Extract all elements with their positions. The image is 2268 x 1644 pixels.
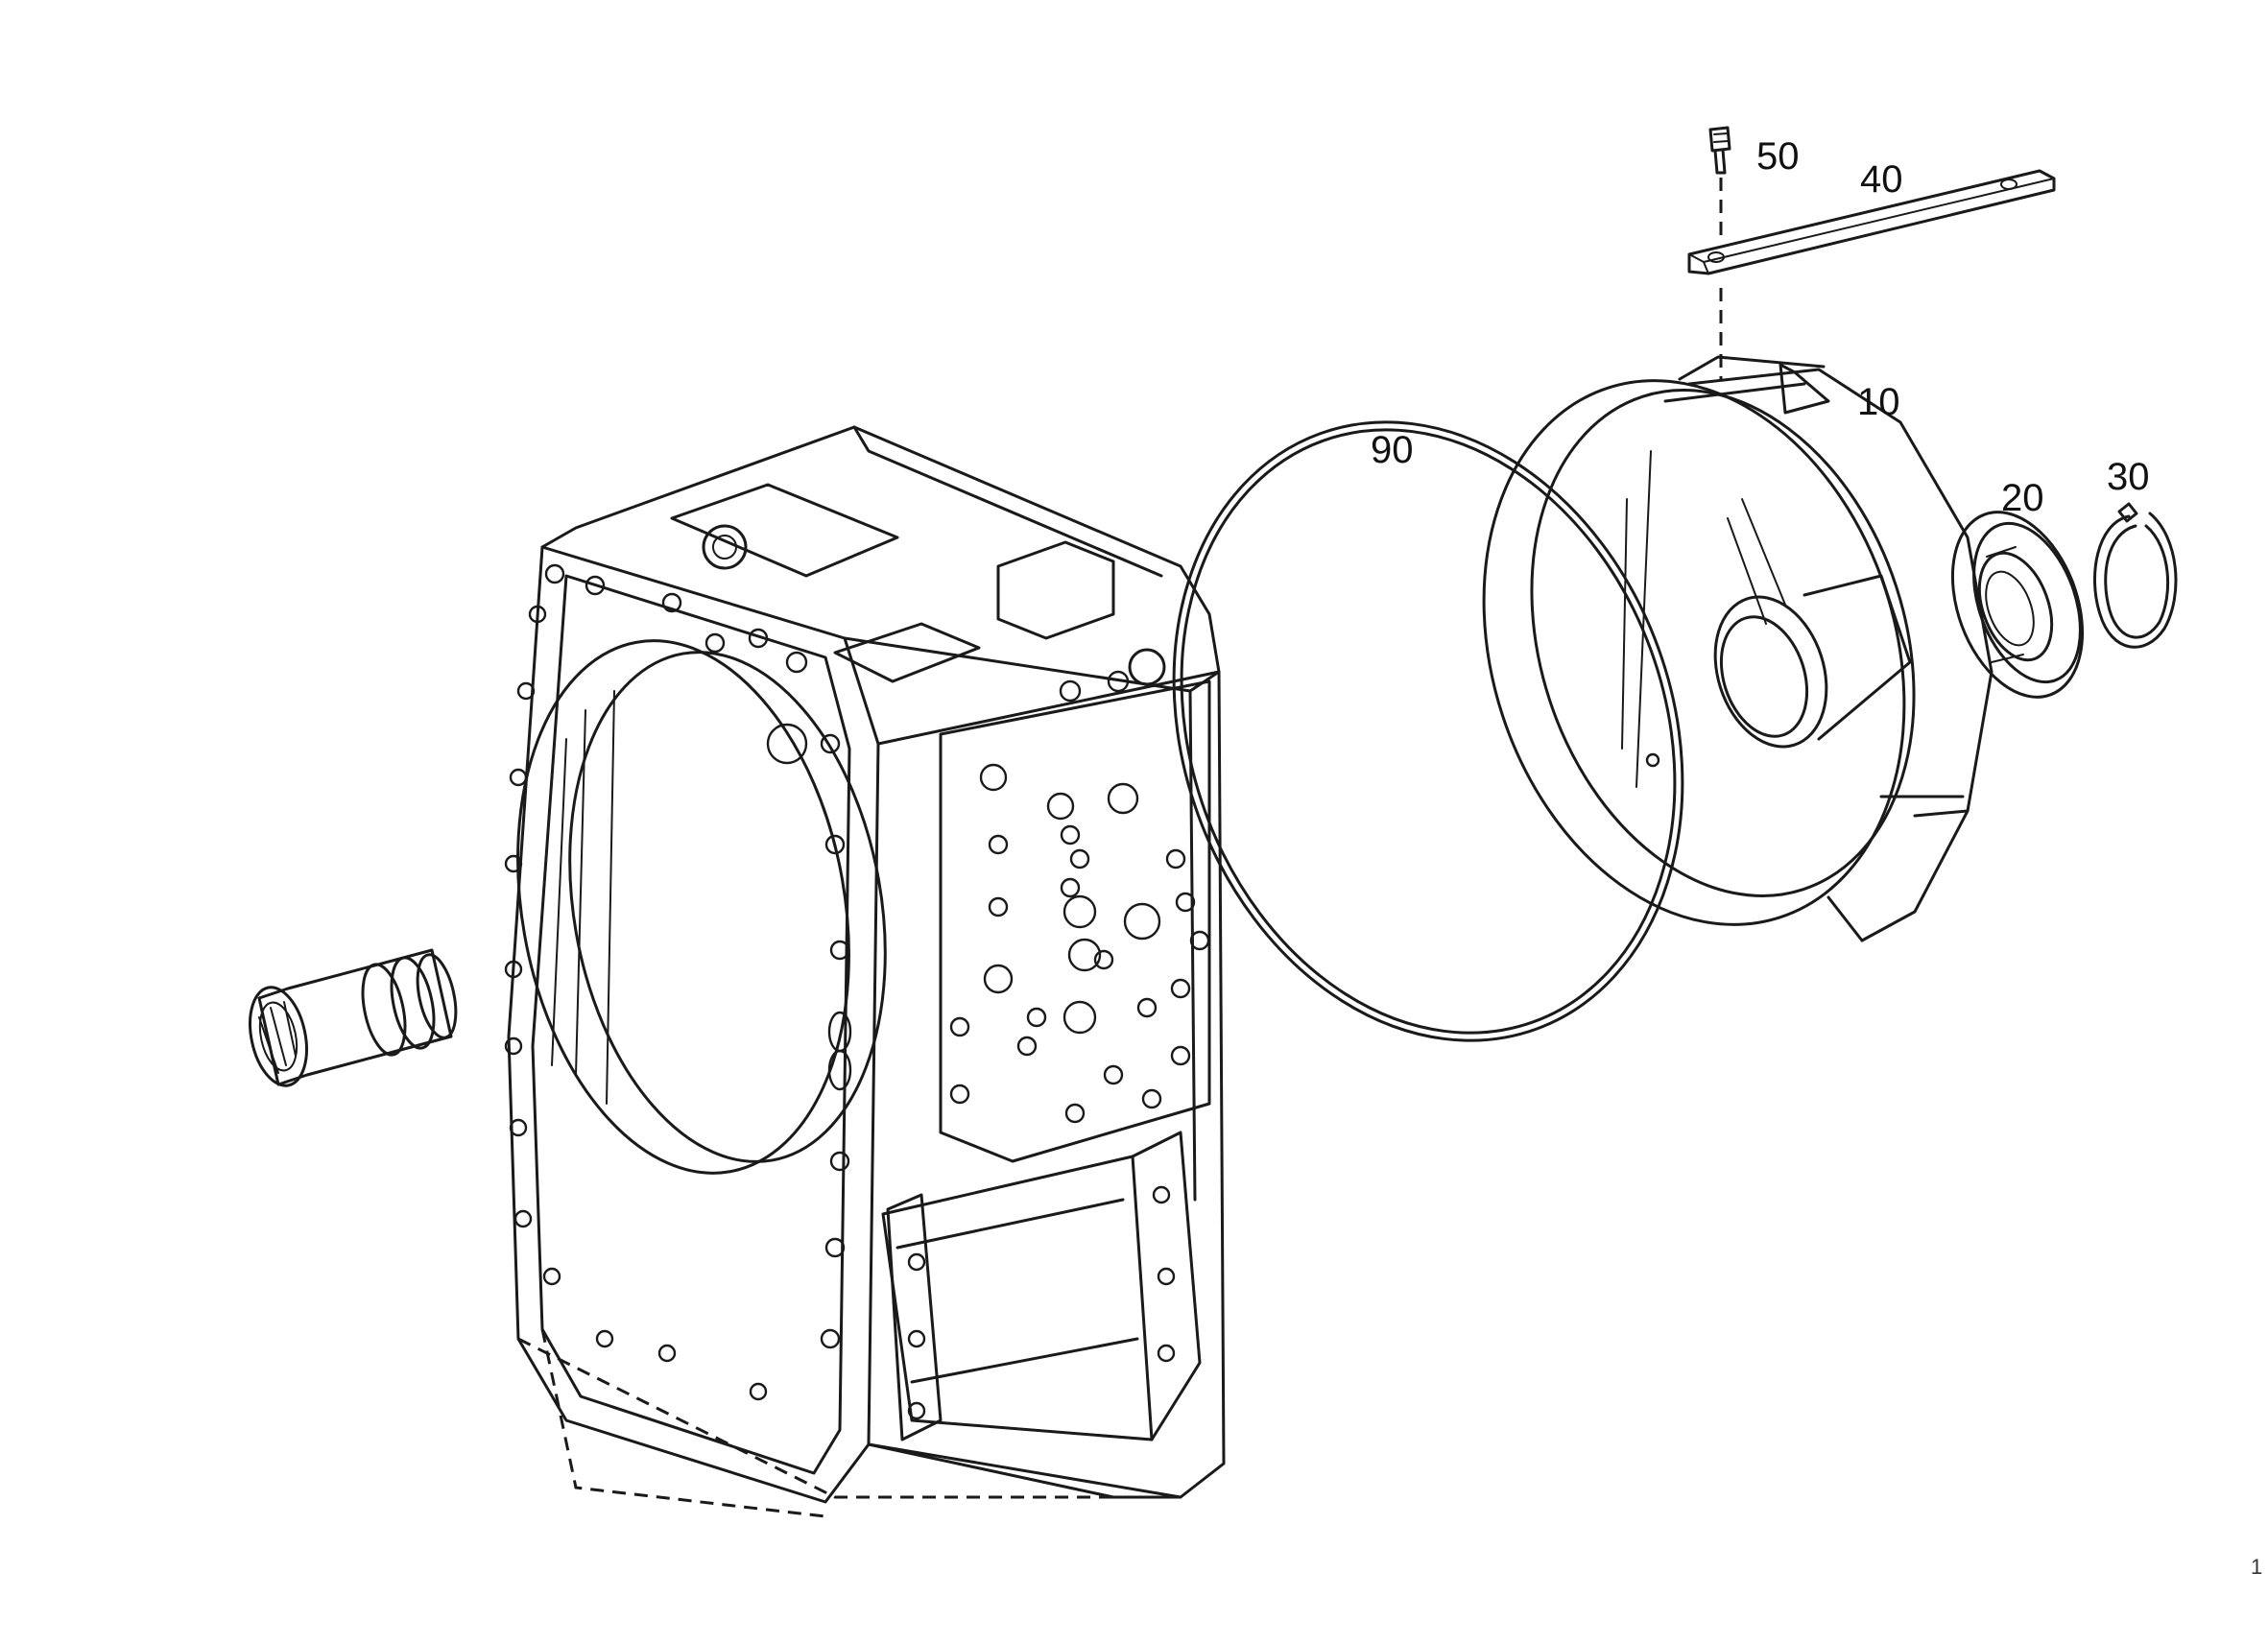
hex-bolt — [1708, 126, 1731, 175]
roller-bearing — [1950, 511, 2085, 699]
page-marker: 1 — [2251, 1555, 2262, 1579]
bracket-bar — [1687, 169, 2056, 275]
transmission-housing — [507, 425, 1226, 1518]
brake-cover — [1482, 355, 1993, 942]
callout-50: 50 — [1756, 135, 1800, 178]
snap-ring — [2093, 502, 2178, 649]
callout-20: 20 — [2001, 477, 2044, 519]
o-ring — [1172, 420, 1684, 1042]
callout-90: 90 — [1371, 429, 1414, 471]
housing-holes — [504, 563, 1210, 1420]
callout-40: 40 — [1860, 158, 1903, 201]
shaft-bushing — [249, 948, 458, 1087]
callout-30: 30 — [2107, 456, 2150, 498]
callout-10: 10 — [1857, 381, 1900, 423]
